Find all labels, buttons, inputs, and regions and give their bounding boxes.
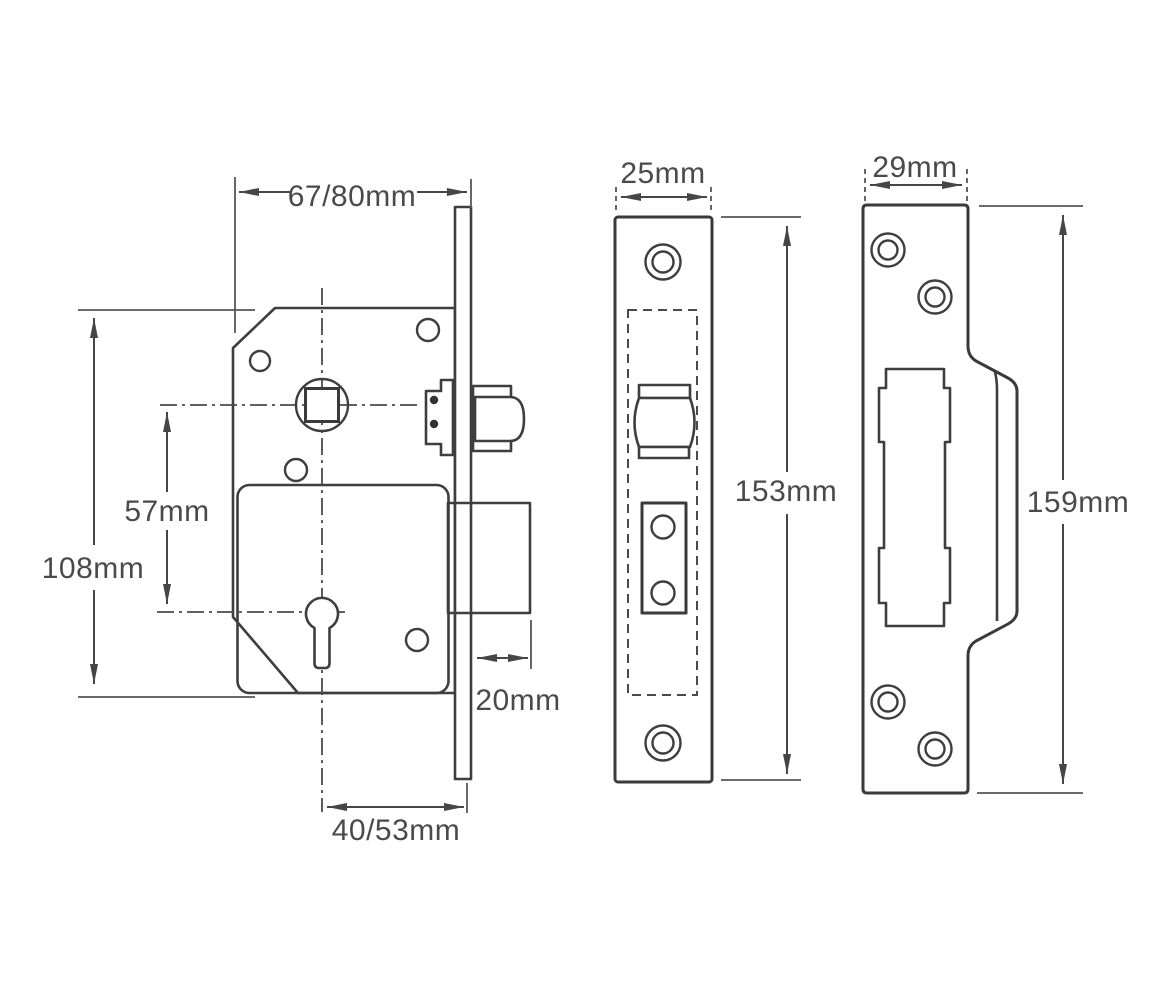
case-hole (404, 627, 430, 653)
case-hole (283, 457, 309, 483)
screw-hole (870, 232, 906, 268)
screw-hole (917, 731, 953, 767)
lock-body-view: 67/80mm 108mm 57mm 20mm 40/53mm (42, 177, 560, 847)
screw-hole-inner (651, 250, 675, 274)
faceplate-edge (453, 205, 473, 781)
screw-hole (917, 279, 953, 315)
latch-top-plate (637, 383, 692, 400)
dimension-bolt-throw: 20mm (475, 620, 560, 717)
faceplate-view: 25mm 153mm (613, 157, 838, 784)
screw-hole-inner (877, 239, 899, 261)
dim-label-case-width: 67/80mm (288, 180, 417, 213)
dim-label-faceplate-width: 25mm (620, 157, 705, 190)
latch-barrel (633, 396, 696, 449)
deadbolt-side (446, 501, 532, 615)
case-hole (248, 349, 272, 373)
bolt-cutout (877, 367, 952, 628)
dim-label-strike-width: 29mm (872, 151, 957, 184)
screw-hole (644, 724, 682, 762)
dim-label-backset: 40/53mm (332, 814, 461, 847)
dimension-backset: 40/53mm (327, 783, 468, 847)
screw-hole-inner (924, 286, 946, 308)
latch-pin (429, 419, 439, 429)
spindle-follower-circle (294, 377, 350, 433)
deadbolt-front (640, 501, 688, 615)
strike-plate-view: 29mm 159mm (861, 151, 1130, 795)
latch-bottom-plate (637, 445, 691, 460)
deadbolt-hole (650, 580, 676, 606)
keyhole (304, 596, 340, 670)
dim-label-bolt-throw: 20mm (475, 684, 560, 717)
latch-bracket (424, 378, 455, 457)
dimension-faceplate-width: 25mm (615, 157, 712, 212)
screw-hole-inner (651, 731, 675, 755)
faceplate-front (613, 215, 714, 784)
dimension-spindle-to-keyhole: 57mm (124, 412, 209, 604)
deadbolt-hole (650, 514, 676, 540)
lip-inner-edge (993, 371, 999, 621)
case-hole (415, 317, 441, 343)
screw-hole (870, 684, 906, 720)
lock-case-outline (231, 306, 457, 695)
dim-label-spindle-to-keyhole: 57mm (124, 495, 209, 528)
hidden-case-outline (627, 309, 698, 696)
latch-pin (429, 395, 439, 405)
screw-hole (644, 243, 682, 281)
dimension-case-height: 108mm (42, 309, 255, 698)
dimension-strike-height: 159mm (977, 205, 1130, 794)
spindle-square-hole (304, 387, 340, 423)
latch-bolt-head (473, 395, 526, 443)
dim-label-faceplate-height: 153mm (735, 475, 838, 508)
dim-label-strike-height: 159mm (1027, 486, 1130, 519)
screw-hole-inner (924, 738, 946, 760)
dimension-case-width: 67/80mm (234, 177, 472, 333)
screw-hole-inner (877, 691, 899, 713)
dim-label-case-height: 108mm (42, 552, 145, 585)
dimension-faceplate-height: 153mm (721, 216, 838, 781)
dimension-strike-width: 29mm (864, 151, 968, 204)
